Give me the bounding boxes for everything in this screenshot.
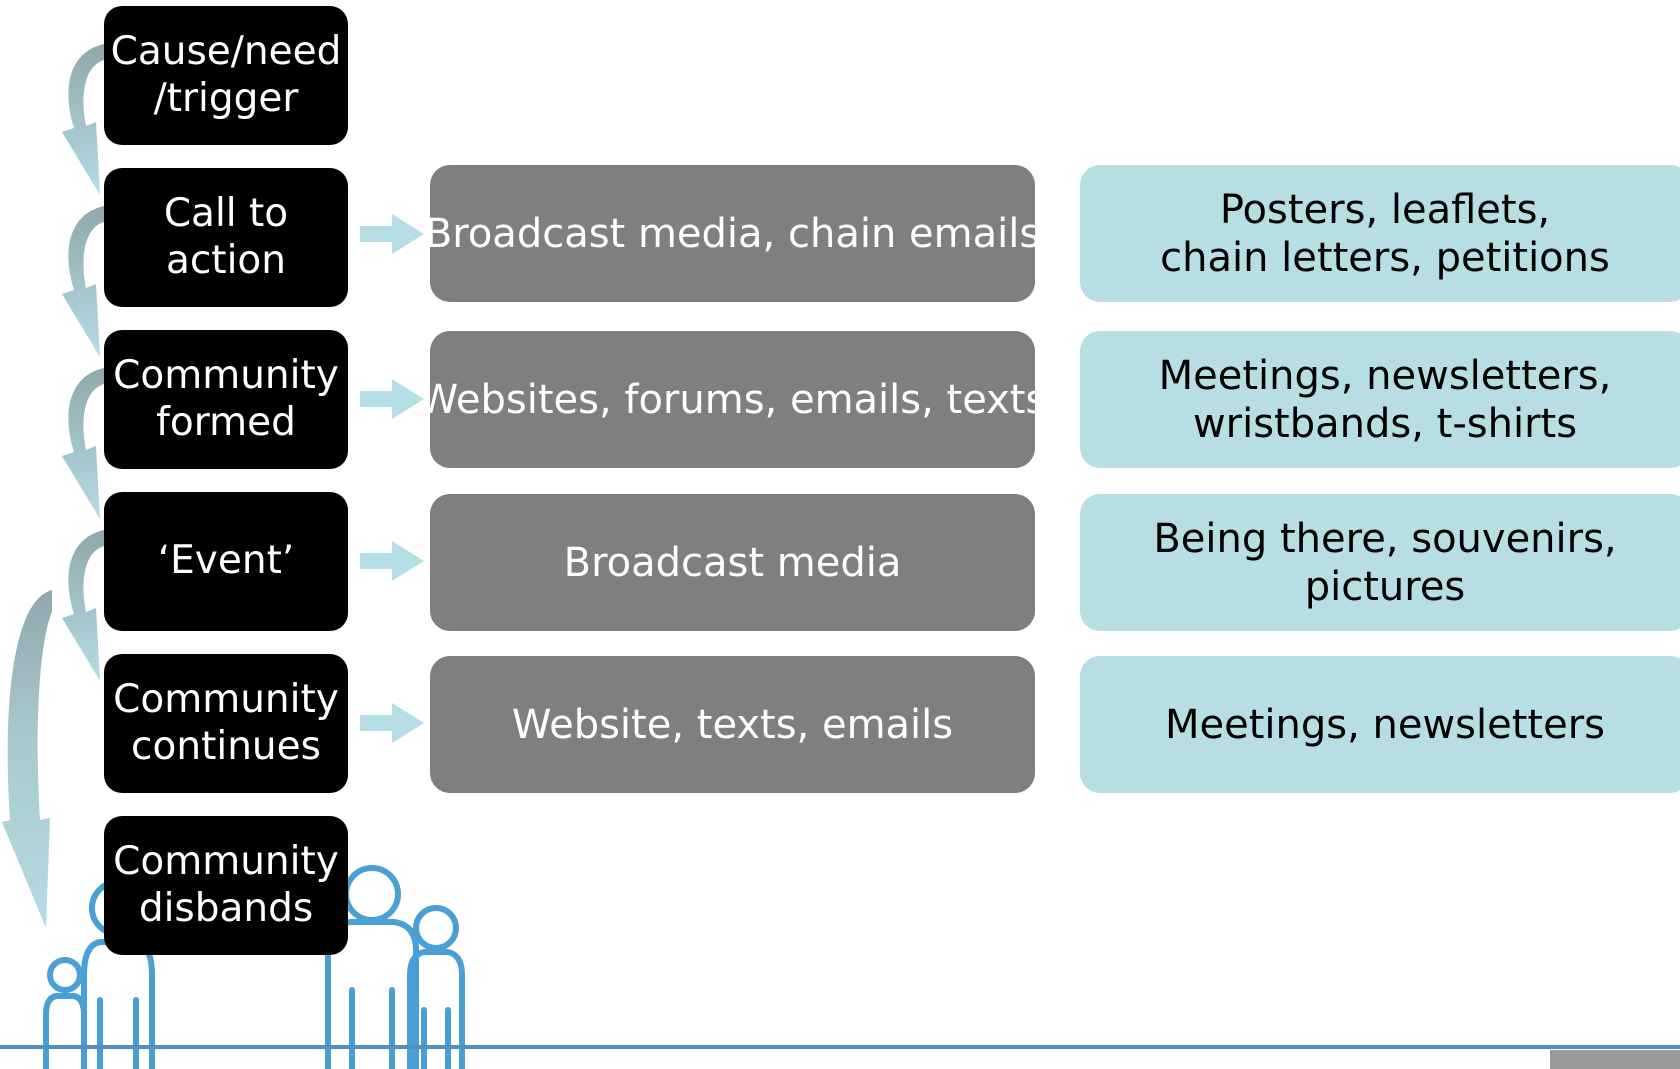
footer-divider (0, 1045, 1680, 1049)
digital-channel-event: Broadcast media (430, 494, 1035, 631)
digital-channel-call-to-action: Broadcast media, chain emails (425, 165, 1040, 302)
physical-channel-event: Being there, souvenirs, pictures (1080, 494, 1680, 631)
footer-corner-block (1550, 1050, 1680, 1069)
physical-channel-call-to-action: Posters, leaflets, chain letters, petiti… (1080, 165, 1680, 302)
stage-event: ‘Event’ (104, 492, 348, 631)
curved-arrow-icon (62, 44, 104, 681)
curved-arrow-icon (2, 590, 52, 928)
physical-channel-community-formed: Meetings, newsletters, wristbands, t-shi… (1080, 331, 1680, 468)
right-arrow-icon (360, 214, 424, 743)
stage-community-formed: Community formed (104, 330, 348, 469)
digital-channel-community-formed: Websites, forums, emails, texts (419, 331, 1046, 468)
physical-channel-community-continues: Meetings, newsletters (1080, 656, 1680, 793)
stage-community-continues: Community continues (104, 654, 348, 793)
digital-channel-community-continues: Website, texts, emails (430, 656, 1035, 793)
stage-cause-trigger: Cause/need /trigger (104, 6, 348, 145)
family-figures-icon (43, 865, 465, 1069)
stage-call-to-action: Call to action (104, 168, 348, 307)
stage-community-disbands: Community disbands (104, 816, 348, 955)
